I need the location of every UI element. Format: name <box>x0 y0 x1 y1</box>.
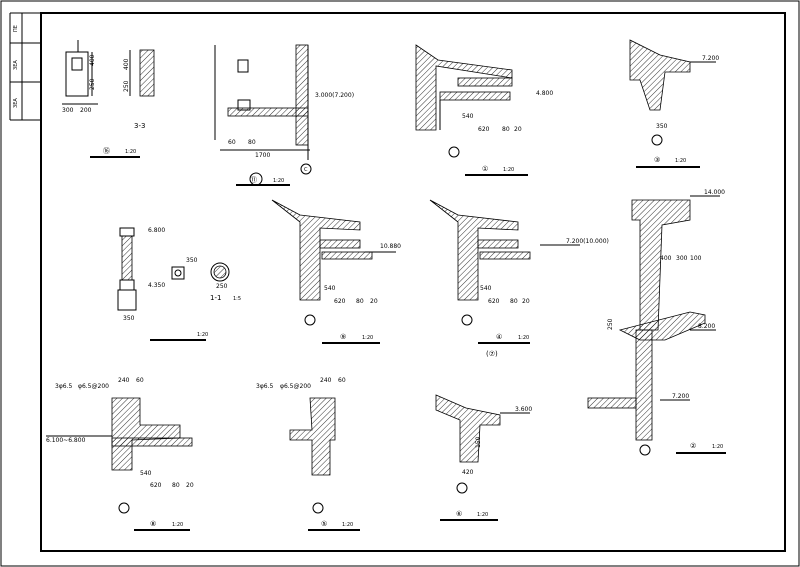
d16-marker: ⑯ <box>103 147 110 155</box>
d6-elev: 3.600 <box>515 406 532 413</box>
detail-5: 3φ6.5 φ6.5@200 240 60 ⑤ 1:20 <box>256 377 360 531</box>
d6-dim-150: 150 <box>475 436 482 448</box>
detail-column: 6.800 4.350 350 350 250 1-1 1:5 1:20 <box>117 227 241 341</box>
detail-9: 10.880 540 620 80 20 ⑨ 1:20 <box>271 199 401 344</box>
d16-dim-d: 200 <box>80 107 92 114</box>
d2-dim-a: 400 <box>660 255 672 262</box>
d1-dim-540: 540 <box>462 113 474 120</box>
d4-dim-540: 540 <box>480 285 492 292</box>
dcol-elev-top: 6.800 <box>148 227 165 234</box>
d11-dim-80: 80 <box>248 139 256 146</box>
d4-dim-80: 80 <box>510 298 518 305</box>
d2-elev-low: 7.200 <box>672 393 689 400</box>
dcol-section-label: 1-1 <box>210 294 221 302</box>
d16-dim-a: 400 <box>89 54 96 66</box>
d4-dim-20: 20 <box>522 298 530 305</box>
d11-scale: 1:20 <box>273 178 284 184</box>
d16-scale: 1:20 <box>125 149 136 155</box>
d5-marker: ⑤ <box>321 520 327 528</box>
d5-rebar-a: 3φ6.5 <box>256 383 274 390</box>
d11-axis: C <box>304 167 308 173</box>
d3-scale: 1:20 <box>675 158 686 164</box>
dcol-dim-base: 350 <box>123 315 135 322</box>
detail-8: 3φ6.5 φ6.5@200 240 60 6.100~6.800 540 62… <box>46 377 194 531</box>
d8-dim-540: 540 <box>140 470 152 477</box>
d5-scale: 1:20 <box>342 522 353 528</box>
d1-elev: 4.800 <box>536 90 553 97</box>
d2-elev-mid: 8.200 <box>698 323 715 330</box>
d9-elev: 10.880 <box>380 243 401 250</box>
d9-dim-540: 540 <box>324 285 336 292</box>
d11-dim-1700: 1700 <box>255 152 270 159</box>
dcol-dim-plan: 350 <box>186 257 198 264</box>
d2-dim-d: 250 <box>607 318 614 330</box>
d9-dim-20: 20 <box>370 298 378 305</box>
d2-elev-top: 14.000 <box>704 189 725 196</box>
d8-rebar-b: φ6.5@200 <box>78 383 109 390</box>
d4-marker: ④ <box>496 333 502 341</box>
d8-scale: 1:20 <box>172 522 183 528</box>
d4-dim-620: 620 <box>488 298 500 305</box>
inner-frame <box>40 12 786 552</box>
d9-dim-80: 80 <box>356 298 364 305</box>
detail-1: 4.800 540 620 80 20 ① 1:20 <box>415 44 553 176</box>
d8-dim-20: 20 <box>186 482 194 489</box>
d3-marker: ③ <box>654 156 660 164</box>
d1-dim-20: 20 <box>514 126 522 133</box>
d9-marker: ⑨ <box>340 333 346 341</box>
d16-sec-dim-a: 400 <box>123 58 130 70</box>
d11-dim-60: 60 <box>228 139 236 146</box>
d16-section-label: 3-3 <box>134 122 145 130</box>
d1-marker: ① <box>482 165 488 173</box>
detail-16: 400 250 300 200 400 250 3-3 ⑯ 1:20 <box>62 40 155 158</box>
detail-3: 7.200 350 ③ 1:20 <box>629 39 719 168</box>
title-cell-2: ЗЕА <box>13 60 19 70</box>
title-block: ПЕ ЗЕА ЗЕА <box>9 12 41 121</box>
d6-scale: 1:20 <box>477 512 488 518</box>
d4-elev: 7.200(10.000) <box>566 238 609 245</box>
detail-2: 14.000 400 300 100 8.200 7.200 250 ② 1:2… <box>587 189 726 456</box>
d8-dim-240: 240 <box>118 377 130 384</box>
d4-scale: 1:20 <box>518 335 529 341</box>
d6-marker: ⑥ <box>456 510 462 518</box>
detail-4: 7.200(10.000) 540 620 80 20 ④ 1:20 (⑦) <box>429 199 609 358</box>
dcol-scale: 1:20 <box>197 332 208 338</box>
d1-scale: 1:20 <box>503 167 514 173</box>
d6-dim-420: 420 <box>462 469 474 476</box>
d9-scale: 1:20 <box>362 335 373 341</box>
d3-dim: 350 <box>656 123 668 130</box>
dcol-dim-ring: 250 <box>216 283 228 290</box>
d11-elev: 3.000(7.200) <box>315 92 354 99</box>
title-cell-1: ПЕ <box>13 25 19 32</box>
d8-elev: 6.100~6.800 <box>46 437 86 444</box>
dcol-section-scale: 1:5 <box>233 296 241 302</box>
d5-rebar-b: φ6.5@200 <box>280 383 311 390</box>
d8-rebar-a: 3φ6.5 <box>55 383 73 390</box>
d16-dim-c: 300 <box>62 107 74 114</box>
d5-dim-60: 60 <box>338 377 346 384</box>
d16-sec-dim-b: 250 <box>123 80 130 92</box>
d2-scale: 1:20 <box>712 444 723 450</box>
d16-dim-b: 250 <box>89 78 96 90</box>
d2-marker: ② <box>690 442 696 450</box>
d4-alt-marker: (⑦) <box>486 350 498 358</box>
d5-dim-240: 240 <box>320 377 332 384</box>
d3-elev: 7.200 <box>702 55 719 62</box>
d11-marker: ⑪ <box>250 176 257 184</box>
d8-dim-620: 620 <box>150 482 162 489</box>
title-cell-3: ЗЕА <box>13 98 19 108</box>
d8-dim-80: 80 <box>172 482 180 489</box>
d2-dim-b: 300 <box>676 255 688 262</box>
detail-6: 3.600 150 420 ⑥ 1:20 <box>435 394 532 521</box>
d1-dim-80: 80 <box>502 126 510 133</box>
dcol-elev-bot: 4.350 <box>148 282 165 289</box>
d8-marker: ⑧ <box>150 520 156 528</box>
d2-dim-c: 100 <box>690 255 702 262</box>
d1-dim-620: 620 <box>478 126 490 133</box>
d9-dim-620: 620 <box>334 298 346 305</box>
detail-11: 3.000(7.200) 1700 60 80 C ⑪ 1:20 <box>214 44 354 186</box>
d8-dim-60: 60 <box>136 377 144 384</box>
